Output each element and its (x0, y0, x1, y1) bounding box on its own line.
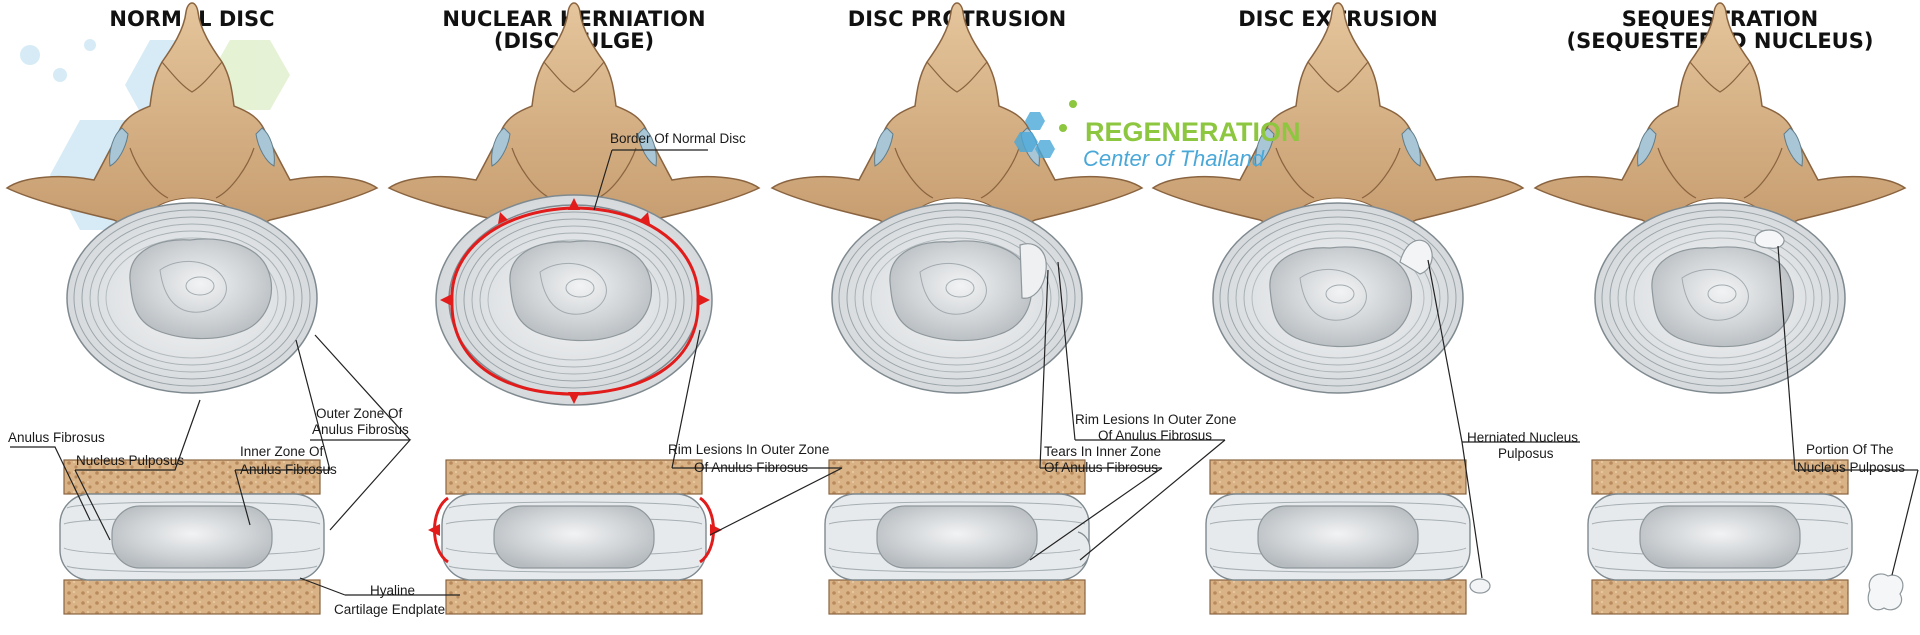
label-texts: Anulus Fibrosus Nucleus Pulposus Inner Z… (8, 131, 1905, 617)
panel-disc-protrusion (771, 2, 1143, 615)
nucleus-2 (509, 240, 653, 342)
extruded-nucleus (1399, 239, 1433, 275)
panel-titles: NORMAL DISCNUCLEAR HERNIATION(DISC BULGE… (109, 7, 1873, 53)
side-view-5 (1587, 459, 1853, 615)
label-hyaline-2: Cartilage Endplate (334, 602, 445, 617)
label-tears-2: Of Anulus Fibrosus (1044, 460, 1158, 475)
protrusion-bump (1019, 243, 1047, 299)
panel-disc-extrusion (1152, 2, 1524, 615)
watermark-line2: Center of Thailand (1083, 146, 1265, 171)
nucleus-1 (129, 238, 273, 340)
side-fragment (1867, 573, 1904, 611)
label-anulus-fibrosus: Anulus Fibrosus (8, 430, 105, 445)
side-protrusion (1077, 531, 1091, 567)
side-extrusion (1469, 578, 1491, 594)
side-arrow-left (428, 524, 440, 536)
label-outer-zone-2: Anulus Fibrosus (312, 422, 409, 437)
label-hyaline-1: Hyaline (370, 583, 415, 598)
label-border-normal-disc: Border Of Normal Disc (610, 131, 746, 146)
bulge-arrows (440, 198, 710, 404)
label-rim3-2: Of Anulus Fibrosus (1098, 428, 1212, 443)
panel-normal-disc (6, 2, 378, 615)
label-portion-2: Nucleus Pulposus (1797, 460, 1905, 475)
panel-nuclear-herniation (388, 2, 760, 615)
label-portion-1: Portion Of The (1806, 442, 1894, 457)
label-rim-lesions-2: Of Anulus Fibrosus (694, 460, 808, 475)
label-tears-1: Tears In Inner Zone (1044, 444, 1161, 459)
side-view-2 (441, 459, 707, 615)
label-herniated-1: Herniated Nucleus (1467, 430, 1578, 445)
label-herniated-2: Pulposus (1498, 446, 1554, 461)
side-view-3 (824, 459, 1090, 615)
panels (6, 2, 1906, 615)
sequestered-fragment (1754, 229, 1785, 249)
side-view-1 (59, 459, 325, 615)
label-inner-zone-2: Anulus Fibrosus (240, 462, 337, 477)
watermark-line1: REGENERATION (1085, 117, 1301, 147)
leader-lines (10, 149, 1919, 596)
label-rim3-1: Rim Lesions In Outer Zone (1075, 412, 1236, 427)
label-rim-lesions-1: Rim Lesions In Outer Zone (668, 442, 829, 457)
side-view-4 (1205, 459, 1471, 615)
panel-sequestration (1534, 2, 1906, 615)
label-outer-zone-1: Outer Zone Of (316, 406, 403, 421)
label-nucleus-pulposus: Nucleus Pulposus (76, 453, 184, 468)
label-inner-zone-1: Inner Zone Of (240, 444, 324, 459)
nucleus-3 (889, 240, 1033, 342)
nucleus-5 (1651, 246, 1795, 348)
nucleus-4 (1269, 246, 1413, 348)
watermark-logo: REGENERATION Center of Thailand (1014, 100, 1301, 171)
